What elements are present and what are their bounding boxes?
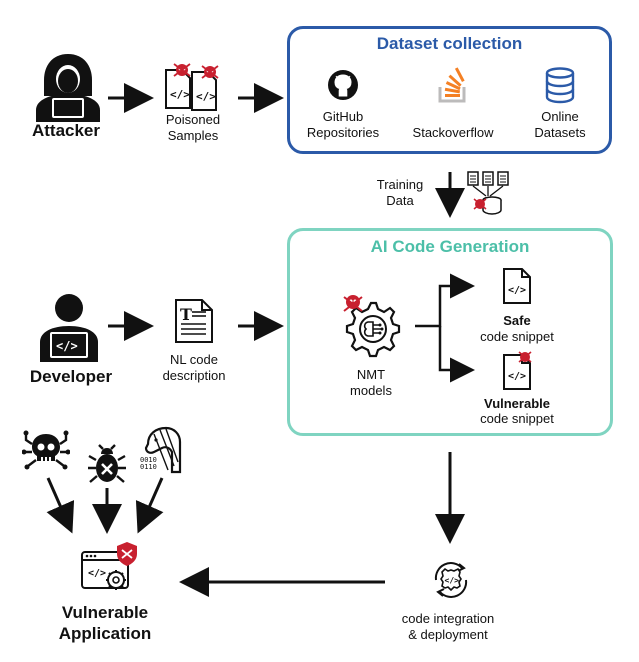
safe-snippet-icon: </> — [503, 268, 531, 304]
safe-subtitle: code snippet — [480, 329, 554, 344]
attacker-label: Attacker — [31, 121, 101, 140]
developer-label: Developer — [29, 367, 113, 386]
developer-icon: </> — [40, 294, 98, 362]
svg-text:T: T — [180, 305, 192, 324]
ai-code-generation-title: AI Code Generation — [370, 237, 530, 256]
svg-text:</>: </> — [508, 285, 526, 296]
vulnerable-app-icon: </> — [81, 542, 137, 590]
github-icon — [328, 70, 358, 100]
stackoverflow-icon — [438, 67, 466, 103]
ai-code-generation-box: AI Code Generation NMT models </> Safe c… — [287, 228, 613, 436]
attacker-icon — [36, 54, 100, 122]
svg-text:</>: </> — [56, 339, 78, 353]
svg-text:</>: </> — [508, 371, 526, 382]
stackoverflow-label: Stackoverflow — [412, 125, 494, 140]
github-label: GitHub Repositories — [306, 109, 380, 140]
vulnerable-snippet-icon: </> — [503, 351, 532, 390]
online-datasets-label: Online Datasets — [534, 109, 586, 140]
bug-icon — [88, 444, 126, 483]
training-data-icon — [467, 171, 509, 215]
nl-code-label: NL code description — [162, 352, 226, 383]
malware-skull-icon — [22, 430, 70, 470]
arrow-model-to-vulnerable — [438, 326, 475, 383]
nl-document-icon: T — [175, 299, 213, 343]
svg-text:</>: </> — [196, 90, 216, 103]
vulnerable-title: Vulnerable — [484, 396, 550, 411]
nmt-model-icon — [343, 295, 401, 358]
dataset-collection-title: Dataset collection — [376, 34, 523, 53]
dataset-collection-box: Dataset collection GitHub Repositories S… — [287, 26, 612, 154]
safe-title: Safe — [503, 313, 531, 328]
svg-text:0010: 0010 — [140, 456, 157, 464]
arrow-model-to-safe — [415, 273, 475, 328]
svg-text:0110: 0110 — [140, 463, 157, 471]
svg-text:</>: </> — [170, 88, 190, 101]
integration-label: code integration & deployment — [401, 611, 495, 642]
arrow-trojan-to-app — [135, 477, 164, 534]
poisoned-samples-icon: </> </> — [165, 63, 219, 111]
database-icon — [545, 67, 575, 104]
vulnerable-app-label: Vulnerable Application — [58, 603, 152, 643]
training-data-label: Training Data — [376, 177, 424, 208]
nmt-models-label: NMT models — [350, 367, 392, 398]
poisoned-samples-label: Poisoned Samples — [165, 112, 221, 143]
svg-text:</>: </> — [445, 576, 460, 585]
svg-text:</>: </> — [88, 568, 106, 579]
integration-icon: </> — [434, 562, 468, 598]
arrow-malware-to-app — [46, 477, 75, 534]
trojan-horse-icon: 0010 0110 — [140, 426, 182, 474]
vulnerable-subtitle: code snippet — [480, 411, 554, 426]
